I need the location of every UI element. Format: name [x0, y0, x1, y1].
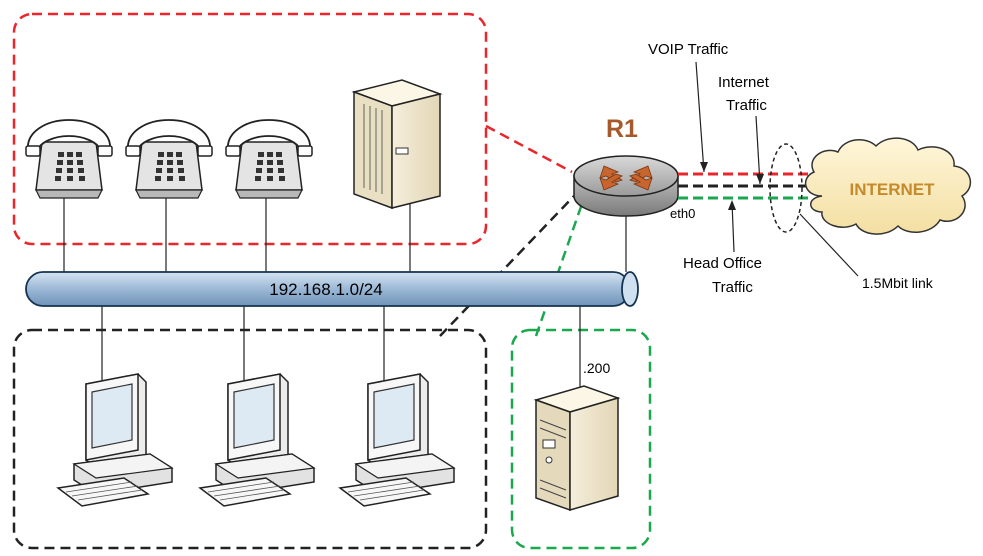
lan-group-box	[12, 328, 488, 550]
voip-callout-line	[695, 61, 705, 173]
phone-icon	[225, 119, 313, 199]
voip-group-box	[12, 12, 488, 246]
cloud-label: INTERNET	[850, 180, 936, 199]
internet-traffic-label-2: Traffic	[726, 97, 767, 114]
internet-traffic-label-1: Internet	[718, 74, 770, 91]
headoffice-callout-line	[731, 201, 735, 253]
headoffice-traffic-label-1: Head Office	[683, 255, 762, 272]
host-suffix-label: .200	[583, 360, 610, 376]
workstation-icon	[57, 373, 173, 507]
lan-bus: 192.168.1.0/24	[25, 271, 639, 307]
link-ellipse	[769, 143, 803, 233]
voip-callout-arrow	[700, 162, 708, 172]
headoffice-group-connector	[534, 197, 586, 337]
link-callout-line	[799, 213, 859, 277]
headoffice-group-box	[510, 328, 652, 550]
phone-icon	[25, 119, 113, 199]
headoffice-callout-arrow	[728, 200, 736, 210]
desktop-server-icon	[533, 385, 621, 512]
internet-callout-arrow	[756, 174, 764, 184]
subnet-label: 192.168.1.0/24	[269, 280, 382, 299]
lan-group-connector	[439, 195, 575, 337]
phone-icon	[125, 119, 213, 199]
tower-server-icon	[351, 79, 443, 210]
interface-label: eth0	[670, 206, 695, 221]
voip-traffic-label: VOIP Traffic	[648, 41, 729, 58]
workstation-icon	[339, 373, 455, 507]
router-icon	[573, 155, 679, 217]
link-label: 1.5Mbit link	[862, 275, 934, 291]
headoffice-traffic-label-2: Traffic	[712, 279, 753, 296]
workstation-icon	[199, 373, 315, 507]
drop-lines	[63, 188, 627, 392]
router-label: R1	[606, 115, 638, 143]
internet-callout-line	[755, 115, 761, 185]
cloud-icon: INTERNET	[804, 137, 972, 235]
voip-group-connector	[485, 124, 573, 174]
